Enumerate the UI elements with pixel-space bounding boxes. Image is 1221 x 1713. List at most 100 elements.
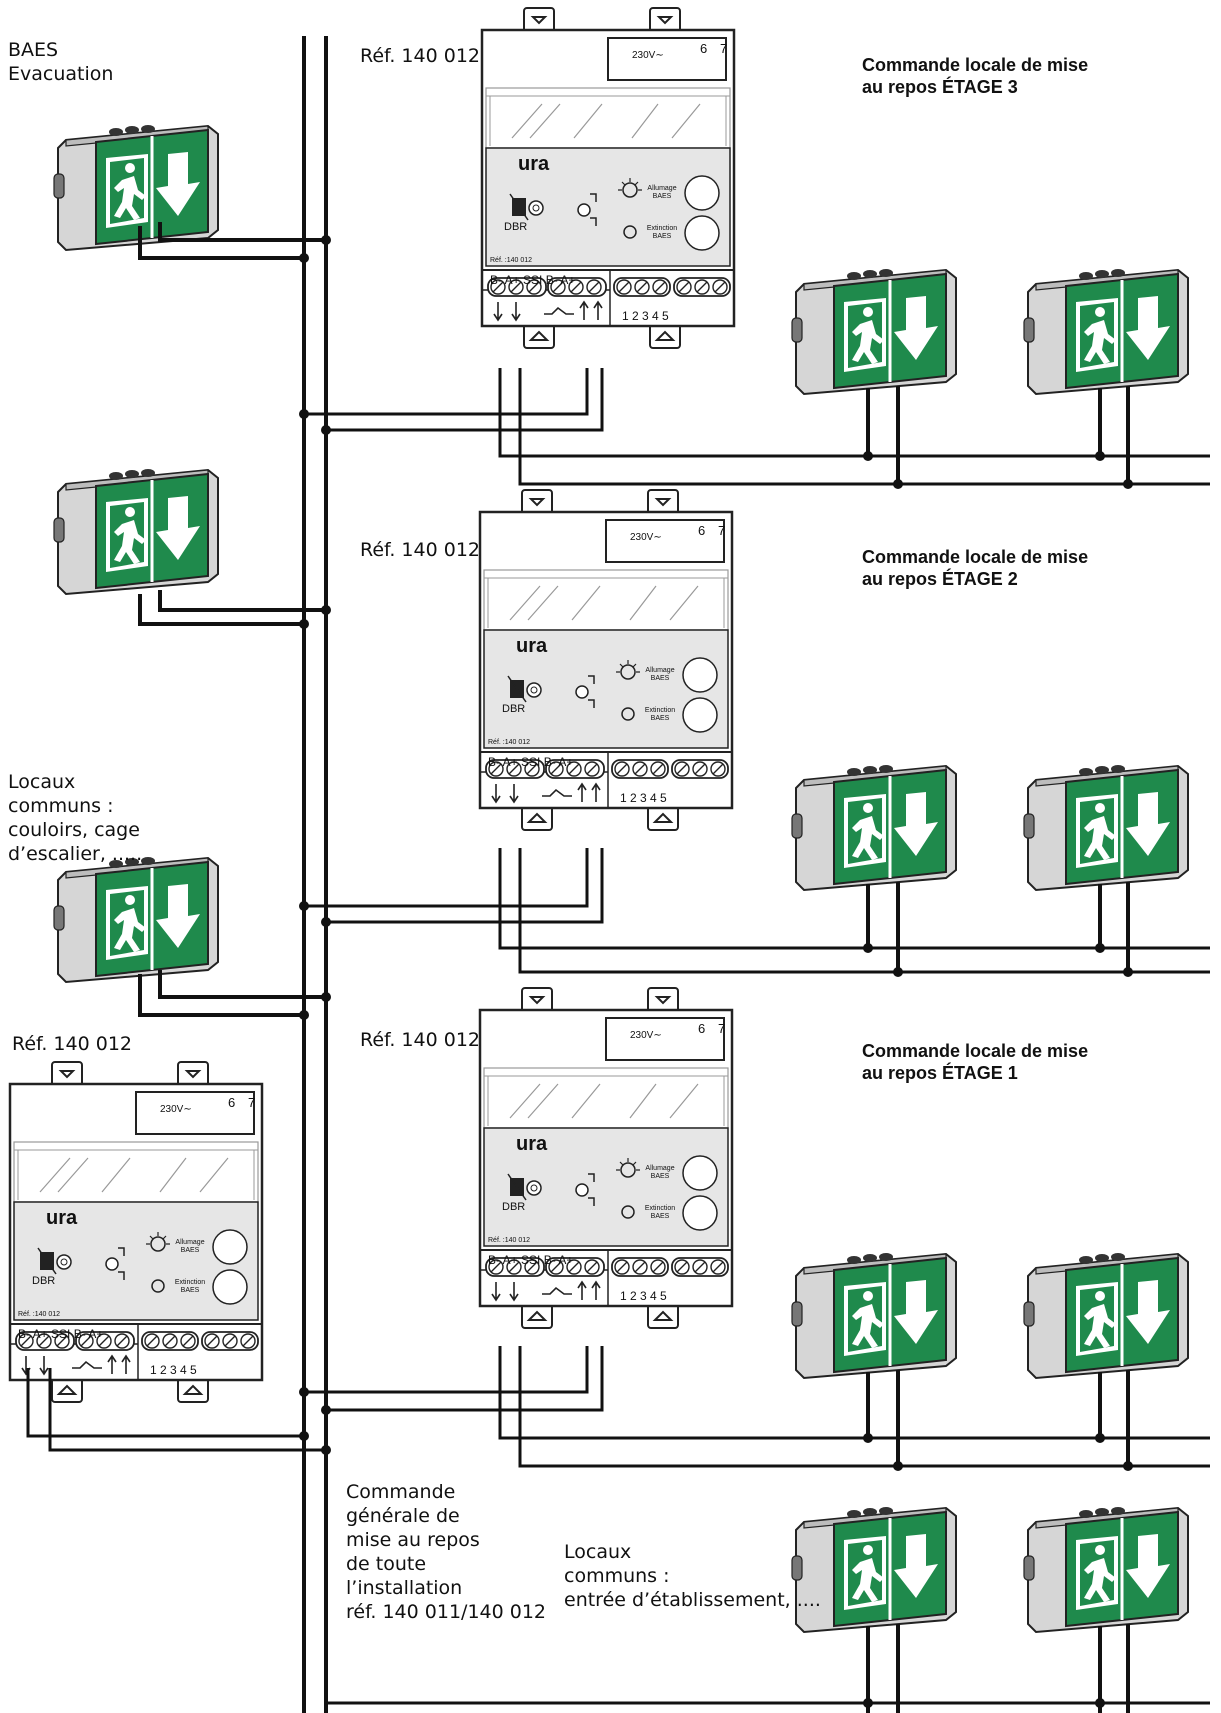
floor2-brand-logo: ura <box>516 635 548 657</box>
floor1-terminal-6: 6 <box>698 1021 705 1036</box>
floor3-allumage-label: Allumage <box>647 185 676 192</box>
junction-dot <box>321 1445 331 1455</box>
control-module-floor3 <box>480 6 736 350</box>
floor2-terminal-7: 7 <box>718 523 725 538</box>
general-terminal-7: 7 <box>248 1095 255 1110</box>
floor1-extinction-label: Extinction <box>645 1205 675 1212</box>
label-ref-left: Réf. 140 012 <box>12 1033 132 1055</box>
baes-row-entrance <box>790 1505 1190 1634</box>
baes-luminaire <box>52 123 220 252</box>
floor3-terminal-6: 6 <box>700 41 707 56</box>
floor2-extinction-label: BAES <box>651 715 670 722</box>
floor1-command: Commande locale de mise au repos ÉTAGE 1 <box>862 1041 1089 1083</box>
baes-row-floor1 <box>790 1251 1190 1380</box>
junction-dot <box>299 1010 309 1020</box>
floor1-terminals-left: B- A+ SSI B- A+ <box>488 1253 573 1267</box>
junction-dot <box>893 479 903 489</box>
junction-dot <box>893 967 903 977</box>
floor3-terminals-left: B- A+ SSI B- A+ <box>490 273 575 287</box>
floor3-command: Commande locale de mise au repos ÉTAGE 3 <box>862 55 1089 97</box>
general-allumage-label: Allumage <box>175 1239 204 1246</box>
floor2-allumage-label: BAES <box>651 675 670 682</box>
junction-dot <box>1123 479 1133 489</box>
junction-dot <box>863 1433 873 1443</box>
general-extinction-label: BAES <box>181 1287 200 1294</box>
floor1-ref: Réf. 140 012 <box>360 1029 480 1051</box>
junction-dot <box>321 235 331 245</box>
junction-dot <box>321 425 331 435</box>
floor2-allumage-label: Allumage <box>645 667 674 674</box>
control-module-general <box>8 1060 264 1404</box>
floor1-allumage-label: Allumage <box>645 1165 674 1172</box>
floor3-extinction-label: Extinction <box>647 225 677 232</box>
floor1-terminal-7: 7 <box>718 1021 725 1036</box>
junction-dot <box>863 451 873 461</box>
floor2-dbr-label: DBR <box>502 703 525 715</box>
floor2-terminals-left: B- A+ SSI B- A+ <box>488 755 573 769</box>
junction-dot <box>321 992 331 1002</box>
junction-dot <box>299 901 309 911</box>
general-terminals-left: B- A+ SSI B- A+ <box>18 1327 103 1341</box>
junction-dot <box>1095 1698 1105 1708</box>
junction-dot <box>299 619 309 629</box>
floor3-allumage-label: BAES <box>653 193 672 200</box>
junction-dot <box>1095 1433 1105 1443</box>
junction-dot <box>321 1405 331 1415</box>
floor2-terminal-6: 6 <box>698 523 705 538</box>
baes-luminaire <box>52 855 220 984</box>
floor1-power-label: 230V∼ <box>630 1030 662 1041</box>
general-terminals-right: 1 2 3 4 5 <box>150 1363 197 1377</box>
floor1-extinction-label: BAES <box>651 1213 670 1220</box>
baes-luminaire <box>52 467 220 596</box>
junction-dot <box>1123 1461 1133 1471</box>
main-bus-lines <box>302 36 328 1713</box>
junction-dot <box>1095 943 1105 953</box>
floor1-dbr-label: DBR <box>502 1201 525 1213</box>
floor2-ref-small: Réf. :140 012 <box>488 739 530 746</box>
junction-dot <box>1095 451 1105 461</box>
module-wiring <box>26 368 1210 1705</box>
floor2-power-label: 230V∼ <box>630 532 662 543</box>
general-brand-logo: ura <box>46 1207 78 1229</box>
floor2-terminals-right: 1 2 3 4 5 <box>620 791 667 805</box>
floor1-ref-small: Réf. :140 012 <box>488 1237 530 1244</box>
floor1-terminals-right: 1 2 3 4 5 <box>620 1289 667 1303</box>
junction-dot <box>299 1387 309 1397</box>
general-dbr-label: DBR <box>32 1275 55 1287</box>
floor3-ref-small: Réf. :140 012 <box>490 257 532 264</box>
label-commande-generale: Commande générale de mise au repos de to… <box>346 1481 547 1623</box>
general-power-label: 230V∼ <box>160 1104 192 1115</box>
general-allumage-label: BAES <box>181 1247 200 1254</box>
junction-dot <box>299 253 309 263</box>
floor1-allumage-label: BAES <box>651 1173 670 1180</box>
floor3-terminal-7: 7 <box>720 41 727 56</box>
junction-dot <box>863 1698 873 1708</box>
control-module-floor2 <box>478 488 734 832</box>
junction-dot <box>1123 967 1133 977</box>
junction-dot <box>893 1461 903 1471</box>
floor3-dbr-label: DBR <box>504 221 527 233</box>
floor3-ref: Réf. 140 012 <box>360 45 480 67</box>
label-baes-evacuation: BAES Evacuation <box>8 39 114 85</box>
junction-dot <box>321 605 331 615</box>
general-ref-small: Réf. :140 012 <box>18 1311 60 1318</box>
floor3-brand-logo: ura <box>518 153 550 175</box>
baes-wiring-right <box>866 386 1130 1713</box>
label-locaux-communs: Locaux communs : couloirs, cage d’escali… <box>8 771 143 865</box>
floor3-terminals-right: 1 2 3 4 5 <box>622 309 669 323</box>
junction-dot <box>299 409 309 419</box>
junction-dot <box>321 917 331 927</box>
baes-row-floor3 <box>790 267 1190 396</box>
floor3-power-label: 230V∼ <box>632 50 664 61</box>
control-module-floor1 <box>478 986 734 1330</box>
baes-row-floor2 <box>790 763 1190 892</box>
baes-wiring-left <box>138 222 326 1017</box>
general-extinction-label: Extinction <box>175 1279 205 1286</box>
junction-dot <box>863 943 873 953</box>
floor2-extinction-label: Extinction <box>645 707 675 714</box>
general-terminal-6: 6 <box>228 1095 235 1110</box>
floor2-command: Commande locale de mise au repos ÉTAGE 2 <box>862 547 1089 589</box>
floor1-brand-logo: ura <box>516 1133 548 1155</box>
